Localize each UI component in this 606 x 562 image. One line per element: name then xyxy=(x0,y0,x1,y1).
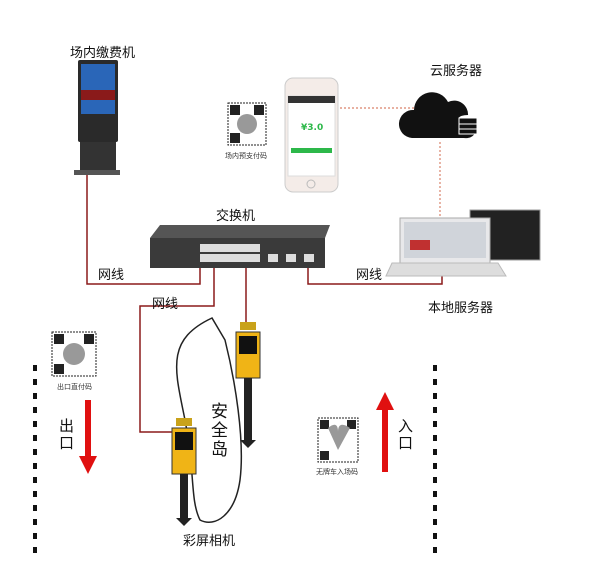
camera-label: 彩屏相机 xyxy=(183,534,236,549)
cloud-server-label: 云服务器 xyxy=(430,64,483,79)
switch-label: 交换机 xyxy=(216,209,256,224)
safety-island-shape xyxy=(175,317,243,523)
network-cables xyxy=(86,175,443,433)
local-server-label: 本地服务器 xyxy=(428,301,494,316)
entry-qr-icon xyxy=(317,417,359,463)
network-switch-icon xyxy=(150,225,330,268)
exit-label: 出口 xyxy=(57,418,75,452)
safety-island-label: 安全岛 xyxy=(207,402,227,459)
entry-label: 入口 xyxy=(396,418,414,452)
kiosk-label: 场内缴费机 xyxy=(70,46,136,61)
cable-switch-server xyxy=(307,264,443,285)
cable-kiosk-switch xyxy=(86,175,201,285)
exit-qr-icon xyxy=(51,331,97,377)
cable-camera-label: 网线 xyxy=(152,297,179,312)
camera2-icon xyxy=(235,322,261,448)
cloud-server-icon xyxy=(398,92,478,139)
cable-left-label: 网线 xyxy=(98,268,125,283)
exit-qr-label: 出口直付码 xyxy=(57,383,92,391)
prepay-qr-icon xyxy=(227,102,267,146)
kiosk-icon xyxy=(74,60,120,175)
phone-icon xyxy=(284,77,339,193)
prepay-qr-label: 场内预支付码 xyxy=(225,152,267,160)
local-server-icon xyxy=(385,209,541,277)
camera1-icon xyxy=(171,418,197,526)
cable-right-label: 网线 xyxy=(356,268,383,283)
entry-qr-label: 无牌车入场码 xyxy=(316,468,358,476)
entry-arrow-icon xyxy=(376,392,394,472)
cable-switch-camera1 xyxy=(139,268,215,433)
phone-amount: ¥3.0 xyxy=(301,123,324,133)
exit-arrow-icon xyxy=(79,400,97,474)
